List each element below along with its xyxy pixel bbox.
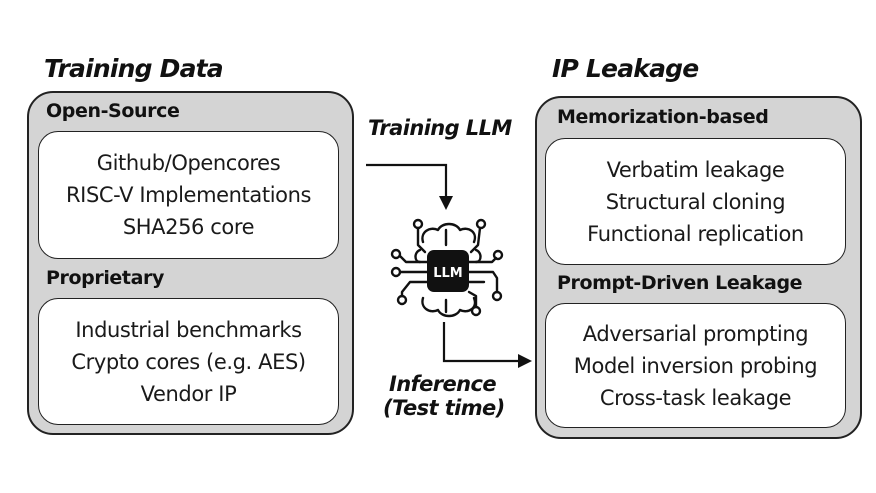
proprietary-label: Proprietary (46, 267, 164, 289)
list-item: Model inversion probing (573, 353, 818, 378)
list-item: Industrial benchmarks (75, 317, 302, 342)
inference-arrow-head (518, 354, 532, 368)
list-item: Cross-task leakage (599, 385, 792, 410)
open-source-label: Open-Source (46, 100, 180, 122)
list-item: RISC-V Implementations (65, 183, 312, 207)
llm-chip (427, 250, 469, 292)
list-item: Structural cloning (605, 189, 786, 214)
training-data-title: Training Data (44, 54, 224, 83)
proprietary-box: Industrial benchmarks Crypto cores (e.g.… (38, 298, 339, 425)
list-item: Functional replication (587, 221, 804, 246)
memorization-box: Verbatim leakage Structural cloning Func… (545, 138, 846, 265)
prompt-driven-box: Adversarial prompting Model inversion pr… (545, 303, 846, 428)
open-source-box: Github/Opencores RISC-V Implementations … (38, 131, 339, 259)
llm-chip-label: LLM (433, 266, 463, 281)
inference-arrow (442, 322, 520, 363)
llm-brain-chip-icon (390, 218, 504, 318)
list-item: Verbatim leakage (606, 157, 785, 182)
ip-leakage-title: IP Leakage (552, 54, 699, 83)
list-item: Crypto cores (e.g. AES) (71, 349, 306, 374)
list-item: Vendor IP (140, 381, 237, 406)
inference-label-line1: Inference (389, 372, 497, 396)
list-item: Adversarial prompting (582, 321, 809, 346)
training-llm-label: Training LLM (368, 116, 512, 140)
list-item: Github/Opencores (96, 151, 281, 175)
prompt-driven-label: Prompt-Driven Leakage (557, 272, 803, 294)
training-arrow (366, 163, 448, 198)
training-arrow-head (439, 196, 453, 210)
memorization-label: Memorization-based (557, 106, 769, 128)
list-item: SHA256 core (122, 215, 255, 239)
inference-label-line2: (Test time) (383, 396, 505, 420)
